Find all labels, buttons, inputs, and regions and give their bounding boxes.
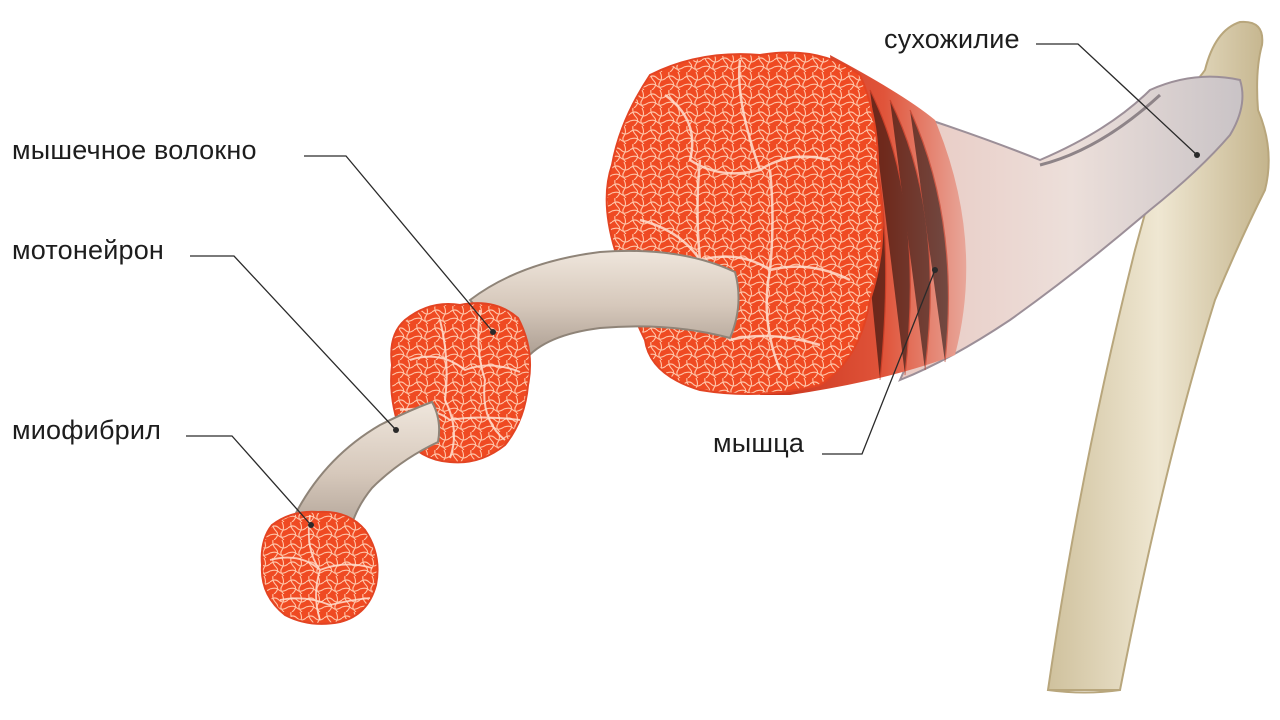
- myofibril-sheath: [288, 400, 441, 547]
- dot-tendon: [1194, 152, 1200, 158]
- fiber-cross-lines: [399, 309, 521, 459]
- label-myofibril: миофибрил: [12, 415, 162, 445]
- leader-dots: [308, 152, 1200, 528]
- leader-lines: [186, 43, 1198, 526]
- leader-line-muscle-fiber: [304, 155, 494, 333]
- dot-motor-neuron: [393, 427, 399, 433]
- leader-line-motor-neuron: [190, 255, 397, 431]
- myofibril-cross-section: [260, 510, 379, 625]
- dot-muscle-fiber: [490, 329, 496, 335]
- fascicle-lines: [639, 59, 851, 371]
- leader-line-tendon: [1036, 43, 1198, 156]
- label-tendon: сухожилие: [884, 24, 1020, 54]
- dot-myofibril: [308, 522, 314, 528]
- leader-line-myofibril: [186, 435, 312, 526]
- label-motor-neuron: мотонейрон: [12, 235, 165, 265]
- label-muscle: мышца: [713, 428, 805, 458]
- label-muscle-fiber: мышечное волокно: [12, 135, 257, 165]
- leader-line-muscle: [822, 269, 936, 455]
- myofibril-cross-lines: [269, 514, 373, 621]
- muscle-fiber-sheath: [468, 249, 740, 362]
- tendon-shape: [898, 75, 1244, 382]
- dot-muscle: [932, 267, 938, 273]
